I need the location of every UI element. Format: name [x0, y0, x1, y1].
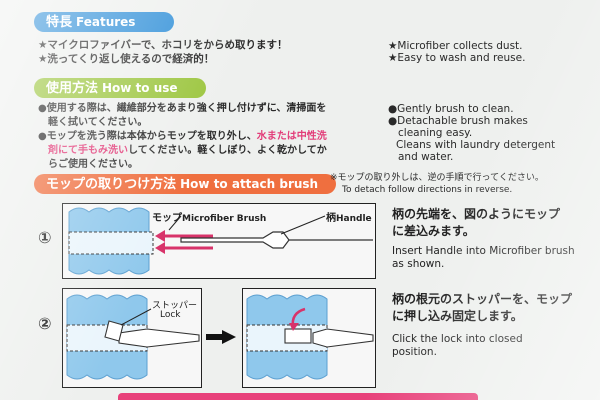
handle-label: 柄Handle: [326, 209, 372, 224]
mop-label: モップMicrofiber Brush: [152, 209, 266, 224]
attach-title-en: How to attach brush: [180, 177, 319, 191]
features-jp-line-1: ★マイクロファイバーで、ホコリをからめ取ります！: [38, 39, 288, 51]
features-jp-line-2: ★洗ってくり返し使えるので経済的！: [38, 53, 215, 65]
step-2-jp-line-2: に押し込み固定します。: [392, 309, 523, 323]
step-1-jp-line-2: に差込みます。: [392, 224, 475, 238]
lock-tab-open: [104, 320, 124, 342]
lock-label-en: Lock: [160, 310, 181, 320]
step-2-number: ②: [38, 314, 52, 333]
handle-label-jp: 柄: [326, 213, 336, 224]
mop-label-en: Microfiber Brush: [182, 214, 267, 224]
howto-title-jp: 使用方法: [46, 81, 99, 96]
attach-title-jp: モップの取りつけ方法: [46, 177, 177, 192]
attach-note-en: To detach follow directions in reverse.: [342, 185, 513, 195]
howto-en-line-3: cleaning easy.: [398, 127, 473, 139]
howto-jp-line-4a: 剤にて手もみ洗い: [48, 145, 128, 156]
step-1-jp-line-1: 柄の先端を、図のようにモップ: [392, 207, 561, 221]
step-2-jp-line-1: 柄の根元のストッパーを、モップ: [392, 292, 573, 306]
step-2-en-line-1: Click the lock into closed: [392, 333, 523, 345]
step-1-number: ①: [38, 228, 52, 247]
howto-en-line-1: ●Gently brush to clean.: [388, 103, 514, 115]
howto-en-line-2: ●Detachable brush makes: [388, 115, 528, 127]
howto-jp-line-3b: 水または中性洗: [256, 131, 327, 142]
howto-jp-line-3a: ●モップを洗う際は本体からモップを取り外し、: [38, 131, 257, 142]
features-en-line-1: ★Microfiber collects dust.: [388, 40, 523, 52]
handle-leader: [280, 215, 326, 235]
step-2-illustration-after: [242, 288, 376, 388]
howto-jp-line-1: ●使用する際は、繊維部分をあまり強く押し付けずに、清掃面を: [38, 103, 327, 114]
step-2-after-drawing: [246, 294, 374, 380]
handle-shape: [180, 231, 290, 249]
insert-arrowhead-bottom: [155, 242, 165, 254]
howto-jp-line-4b: してください。軽くしぼり、よく乾かしてか: [128, 145, 327, 156]
howto-jp-line-4: 剤にて手もみ洗いしてください。軽くしぼり、よく乾かしてか: [48, 144, 327, 158]
footer-band: [118, 393, 478, 400]
step-2-en-line-2: position.: [392, 346, 437, 358]
next-step-arrow: [206, 330, 236, 344]
features-en-line-2: ★Easy to wash and reuse.: [388, 52, 526, 64]
insert-arrowhead-top: [155, 230, 165, 242]
step-1-en-line-1: Insert Handle into Microfiber brush: [392, 245, 575, 257]
howto-jp-line-5: らご使用ください。: [48, 159, 138, 170]
step-1-en-line-2: as shown.: [392, 258, 445, 270]
mop-opening: [68, 231, 154, 255]
handle-label-en: Handle: [336, 214, 372, 224]
howto-jp-line-3: ●モップを洗う際は本体からモップを取り外し、水または中性洗: [38, 130, 327, 144]
features-title-en: Features: [76, 15, 136, 29]
howto-title-en: How to use: [102, 81, 178, 95]
howto-jp-line-2: 軽く拭いてください。: [48, 117, 148, 128]
attach-note-jp: ※モップの取り外しは、逆の手順で行ってください。: [330, 173, 544, 183]
handle-tip-after: [312, 328, 374, 348]
howto-en-line-5: and water.: [398, 151, 454, 163]
lock-tab-closed: [284, 328, 312, 344]
features-title-jp: 特長: [46, 15, 73, 30]
howto-en-line-4: Cleans with laundry detergent: [396, 139, 556, 151]
handle-tip-before: [118, 328, 200, 348]
mop-label-jp: モップ: [152, 213, 182, 224]
